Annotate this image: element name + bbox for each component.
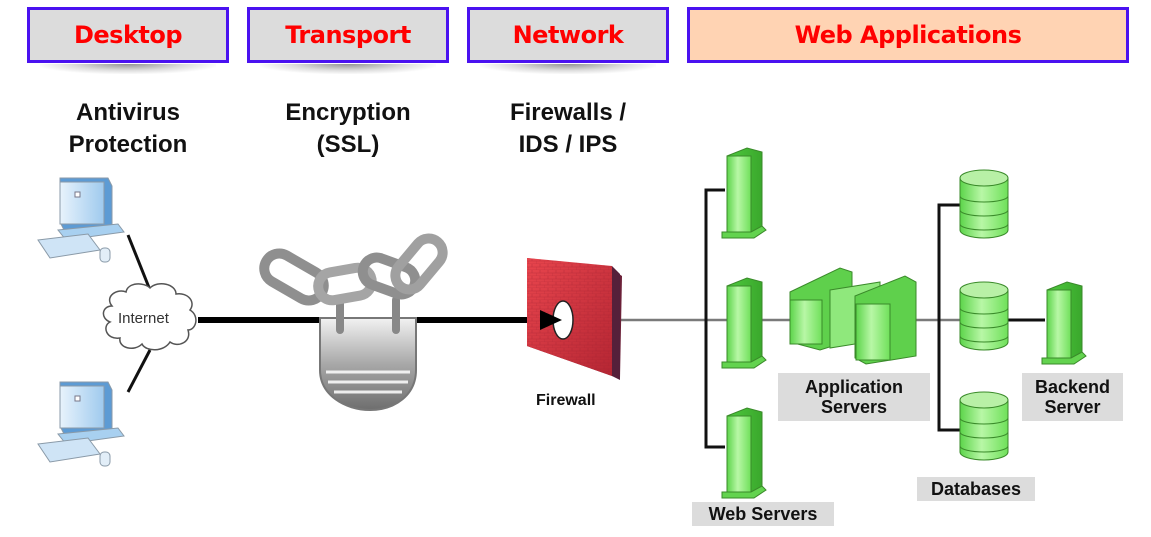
brick-wall-icon <box>527 258 622 380</box>
server-cluster-icon <box>789 267 917 365</box>
layer-header-label: Network <box>512 21 624 49</box>
layer-header-network: Network <box>467 7 669 74</box>
link-internet-client2 <box>126 349 152 393</box>
server-tower-icon <box>721 147 767 239</box>
layer-header-transport: Transport <box>247 7 449 74</box>
server-tower-icon <box>1041 281 1087 365</box>
control-label-line: Protection <box>68 131 188 158</box>
server-tower-icon <box>721 277 767 369</box>
firewall-label: Firewall <box>536 392 596 409</box>
database-bus <box>937 203 962 432</box>
server-tower-icon <box>721 407 767 499</box>
layer-header-label: Transport <box>285 21 411 49</box>
layer-header-desktop: Desktop <box>27 7 229 74</box>
layer-header-label: Web Applications <box>794 21 1022 49</box>
web-servers-label: Web Servers <box>692 502 834 526</box>
database-cylinder-icon <box>959 169 1009 239</box>
label-line: Server <box>1044 397 1101 417</box>
label-line: Servers <box>820 397 888 417</box>
chain-padlock-icon <box>259 233 448 412</box>
control-label-transport: Encryption (SSL) <box>248 97 448 161</box>
layer-header-label: Desktop <box>73 21 183 49</box>
databases-label: Databases <box>917 477 1035 501</box>
control-label-network: Firewalls / IDS / IPS <box>468 97 668 161</box>
desktop-computer-icon <box>37 177 125 263</box>
control-label-line: IDS / IPS <box>518 131 618 158</box>
layer-header-web-applications: Web Applications <box>687 7 1129 63</box>
label-line: Application <box>805 377 903 397</box>
label-line: Backend <box>1034 377 1111 397</box>
application-servers-label: Application Servers <box>778 373 930 421</box>
link-client1-internet <box>126 234 152 291</box>
database-cylinder-icon <box>959 391 1009 461</box>
cloud-icon <box>102 282 197 351</box>
web-server-bus <box>704 188 725 449</box>
control-label-line: Firewalls / <box>509 99 627 126</box>
control-label-desktop: Antivirus Protection <box>28 97 228 161</box>
desktop-computer-icon <box>37 381 125 467</box>
control-label-line: (SSL) <box>316 131 380 158</box>
internet-label: Internet <box>118 310 169 327</box>
control-label-line: Antivirus <box>75 99 180 126</box>
control-label-line: Encryption <box>285 99 411 126</box>
backend-server-label: Backend Server <box>1022 373 1123 421</box>
database-cylinder-icon <box>959 281 1009 351</box>
